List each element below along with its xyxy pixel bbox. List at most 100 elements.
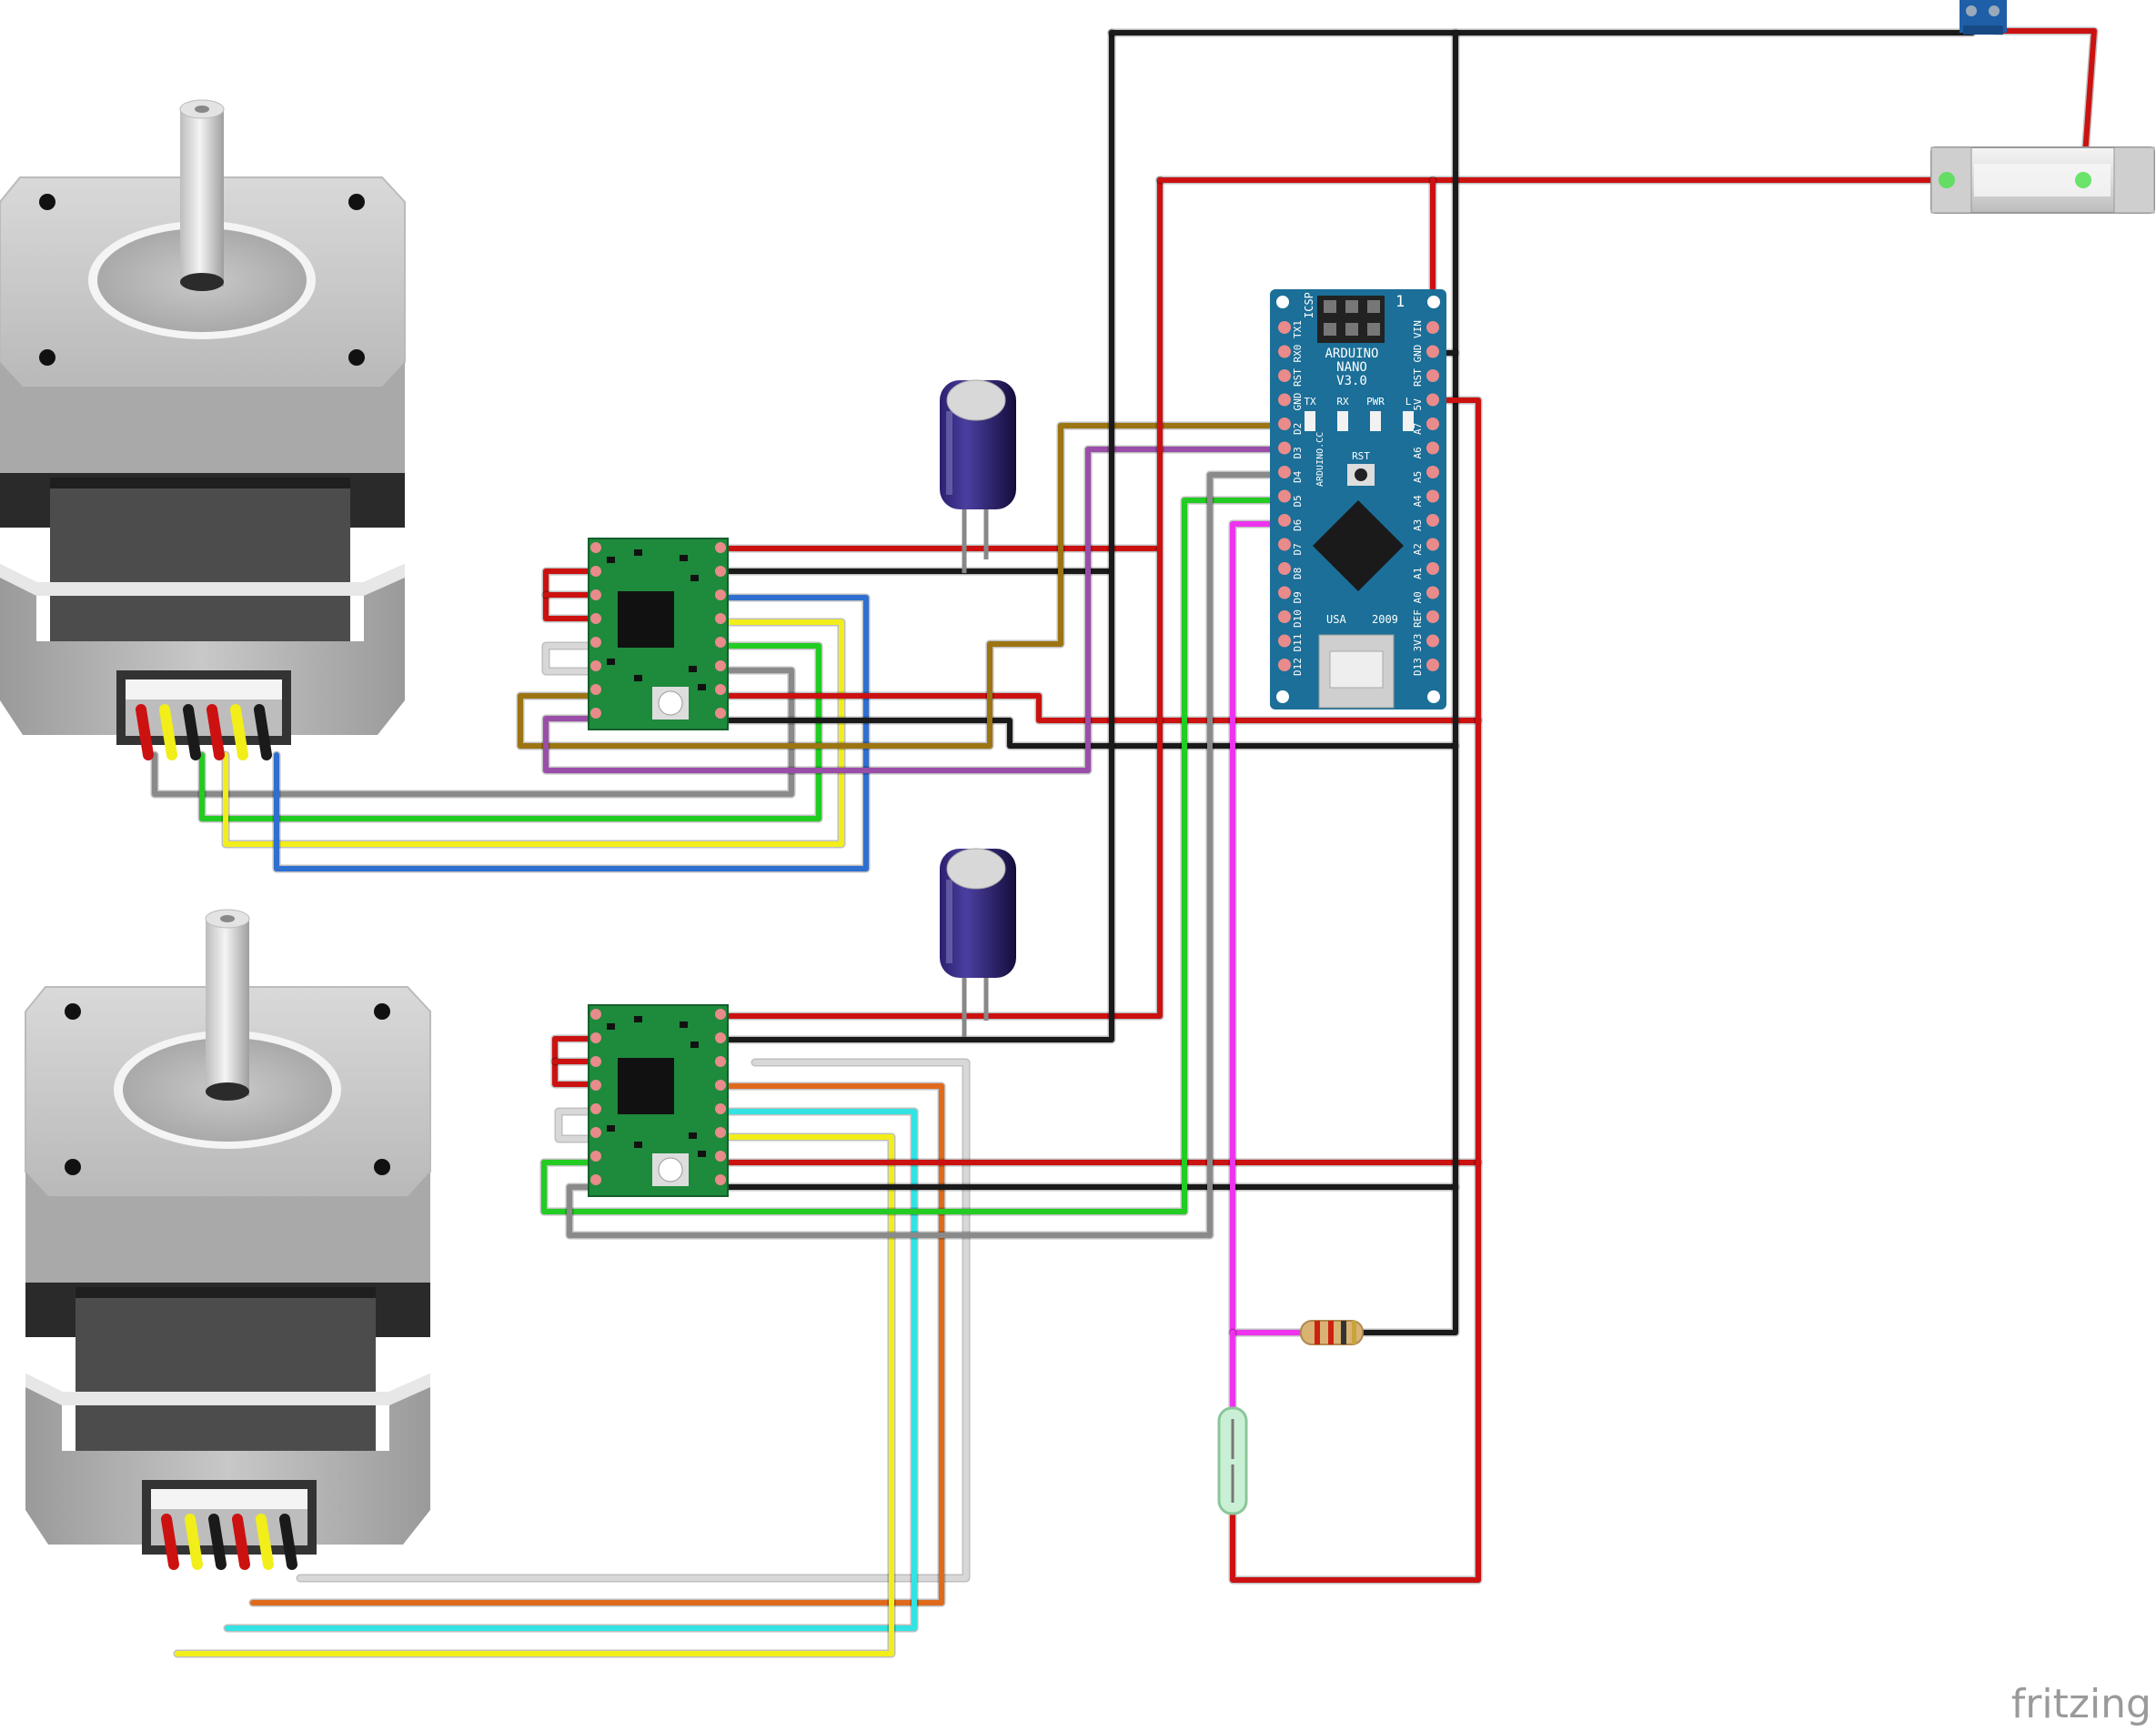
motor2-lead-2	[185, 1514, 203, 1570]
motor1-lead-2	[159, 704, 177, 760]
pin-a2-r[interactable]	[1426, 538, 1439, 551]
pin-label-d3: D3	[1292, 447, 1304, 458]
pin-a7-r[interactable]	[1426, 418, 1439, 430]
pin-label-a7-r: A7	[1412, 423, 1424, 435]
reset-label: RST	[1352, 450, 1370, 462]
pin-label-d11: D11	[1292, 634, 1304, 652]
driver2-ms-jumper-white[interactable]	[556, 1109, 596, 1142]
driver1-vdd-red[interactable]	[720, 693, 1481, 723]
motor1-lead-4	[207, 704, 225, 760]
pin-d11[interactable]	[1278, 634, 1291, 648]
pin-ref-r[interactable]	[1426, 610, 1439, 623]
pin-label-d5: D5	[1292, 495, 1304, 507]
driver1-step-brown[interactable]	[518, 423, 1287, 749]
capacitor-1[interactable]	[940, 379, 1016, 573]
pin-a6-r[interactable]	[1426, 441, 1439, 455]
motor2-wire-white[interactable]	[297, 1060, 969, 1581]
5v-red[interactable]	[1230, 398, 1481, 1583]
driver2-dir-gray[interactable]	[567, 472, 1287, 1238]
pin-label-d13-r: D13	[1412, 658, 1424, 676]
driver1-dir-purple[interactable]	[543, 447, 1287, 773]
pin-d2[interactable]	[1278, 418, 1291, 430]
pin-tx1[interactable]	[1278, 321, 1291, 334]
driver1-ms-jumper-white-shadow	[541, 641, 598, 676]
pin-rx0[interactable]	[1278, 345, 1291, 358]
pin-d13-r[interactable]	[1426, 659, 1439, 671]
led-label-pwr: PWR	[1366, 396, 1385, 408]
pin-label-3v3-r: 3V3	[1412, 634, 1424, 652]
motor2-lead-4	[232, 1514, 250, 1570]
pin-d8[interactable]	[1278, 562, 1291, 575]
pin-d9[interactable]	[1278, 586, 1291, 599]
resistor[interactable]	[1300, 1320, 1364, 1345]
stepper-motor-2[interactable]	[25, 909, 431, 1555]
a4988-driver-2[interactable]	[588, 1004, 729, 1197]
icsp-label: ICSP	[1303, 292, 1315, 318]
pin-3v3-r[interactable]	[1426, 634, 1439, 648]
pin-a1-r[interactable]	[1426, 562, 1439, 575]
pin-d5[interactable]	[1278, 489, 1291, 503]
pin-label-gnd-r: GND	[1412, 345, 1424, 363]
pin-label-d10: D10	[1292, 609, 1304, 628]
motor1-wire-gray[interactable]	[152, 668, 794, 797]
driver2-step-green[interactable]	[541, 498, 1287, 1214]
pin-rst[interactable]	[1278, 369, 1291, 382]
pin-d4[interactable]	[1278, 466, 1291, 478]
led-label-rx: RX	[1336, 396, 1349, 408]
motor2-wire-yellow[interactable]	[175, 1134, 894, 1656]
motor1-wire-green[interactable]	[199, 643, 821, 821]
a4988-driver-1[interactable]	[588, 538, 729, 730]
driver2-vmot-red[interactable]	[720, 177, 1163, 1019]
pin-label-d7: D7	[1292, 543, 1304, 555]
stepper-motor-1[interactable]	[0, 99, 406, 745]
motor1-wire-blue[interactable]	[274, 595, 869, 871]
pin-d7[interactable]	[1278, 538, 1291, 551]
pin-gnd[interactable]	[1278, 393, 1291, 407]
pin-a5-r[interactable]	[1426, 466, 1439, 478]
motor2-lead-5	[256, 1514, 274, 1570]
stepper-drivers	[588, 538, 729, 1197]
website-label: ARDUINO.CC	[1315, 432, 1325, 487]
pin-d10[interactable]	[1278, 610, 1291, 623]
board-name: ARDUINO	[1325, 347, 1378, 361]
fuse[interactable]	[1930, 146, 2155, 214]
pin-a0-r[interactable]	[1426, 586, 1439, 599]
motor2-wire-cyan[interactable]	[225, 1109, 917, 1631]
pin-d6[interactable]	[1278, 514, 1291, 527]
pin-5v-r[interactable]	[1426, 393, 1439, 407]
pin-gnd-r[interactable]	[1426, 345, 1439, 358]
pin-a3-r[interactable]	[1426, 514, 1439, 527]
pin-d12[interactable]	[1278, 659, 1291, 671]
led-l	[1403, 411, 1414, 431]
motor1-wire-yellow[interactable]	[223, 619, 844, 847]
reed-switch[interactable]	[1217, 1406, 1248, 1515]
fritzing-watermark: fritzing	[2011, 1681, 2151, 1727]
pin-vin-r[interactable]	[1426, 321, 1439, 334]
led-pwr	[1370, 411, 1381, 431]
pin-label-a3-r: A3	[1412, 519, 1424, 531]
power-terminal-block[interactable]	[1960, 0, 2007, 35]
year-label: 2009	[1372, 613, 1398, 626]
sensor-signal-magenta[interactable]	[1230, 521, 1304, 1335]
capacitor-2[interactable]	[940, 848, 1016, 1037]
pin-a4-r[interactable]	[1426, 489, 1439, 503]
pin-d3[interactable]	[1278, 441, 1291, 455]
motor1-lead-1	[136, 704, 154, 760]
led-label-l: L	[1405, 396, 1412, 408]
fuse-to-terminal-red[interactable]	[1991, 28, 2097, 183]
driver1-ms-jumper-white[interactable]	[543, 643, 596, 674]
pin-label-ref-r: REF	[1412, 609, 1424, 628]
driver2-gnd-black[interactable]	[720, 30, 1114, 1042]
pin-label-a0-r: A0	[1412, 591, 1424, 603]
led-rx	[1337, 411, 1348, 431]
gnd-bus-black[interactable]	[1360, 30, 1458, 1335]
motor2-wire-orange[interactable]	[250, 1083, 944, 1605]
wires	[136, 26, 2099, 1658]
pin-label-tx1: TX1	[1292, 320, 1304, 338]
pin-rst-r[interactable]	[1426, 369, 1439, 382]
pin-label-d4: D4	[1292, 470, 1304, 483]
